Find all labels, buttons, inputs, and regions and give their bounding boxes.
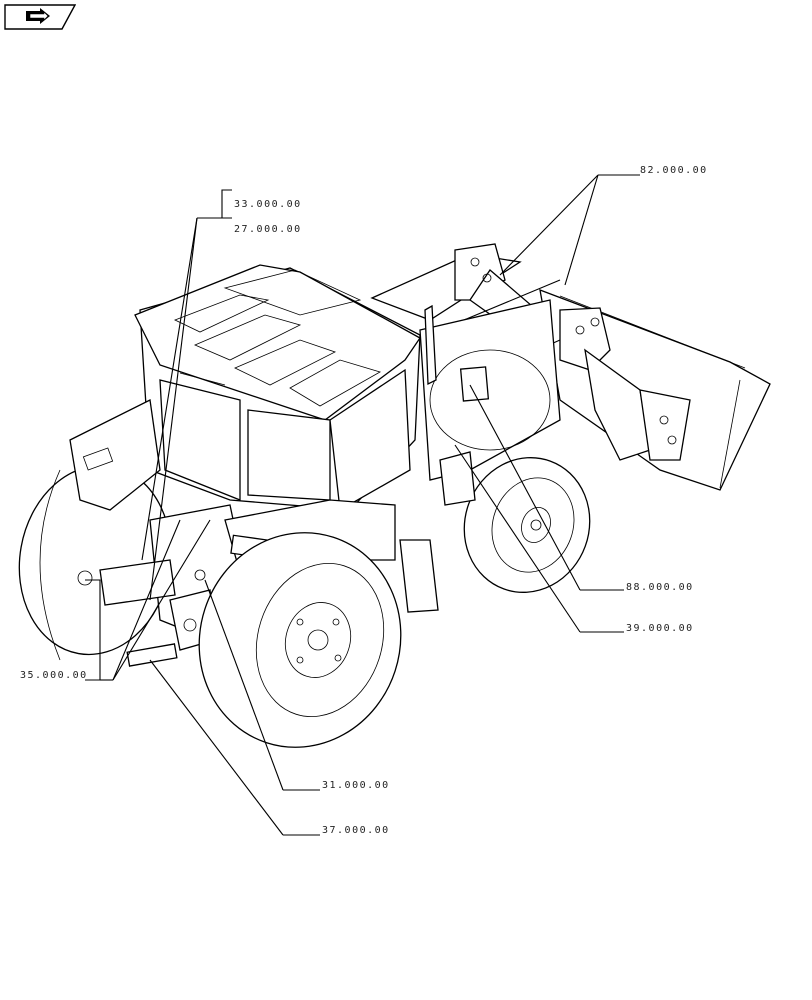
tractor-body [399, 299, 561, 613]
leader-lines [85, 174, 640, 836]
next-page-arrow-icon [4, 4, 76, 30]
next-page-button[interactable] [4, 4, 76, 30]
callout-35: 35.000.00 [20, 670, 88, 681]
rear-right-wheel [198, 499, 402, 748]
callout-labels: 33.000.00 27.000.00 82.000.00 88.000.00 … [20, 165, 708, 836]
callout-27: 27.000.00 [234, 224, 302, 235]
callout-33: 33.000.00 [234, 199, 302, 210]
callout-31: 31.000.00 [322, 780, 390, 791]
callout-37: 37.000.00 [322, 825, 390, 836]
front-wheel [463, 457, 591, 593]
callout-39: 39.000.00 [626, 623, 694, 634]
callout-82: 82.000.00 [640, 165, 708, 176]
callout-88: 88.000.00 [626, 582, 694, 593]
cab [134, 264, 421, 512]
rear-left-wheel [18, 399, 172, 661]
